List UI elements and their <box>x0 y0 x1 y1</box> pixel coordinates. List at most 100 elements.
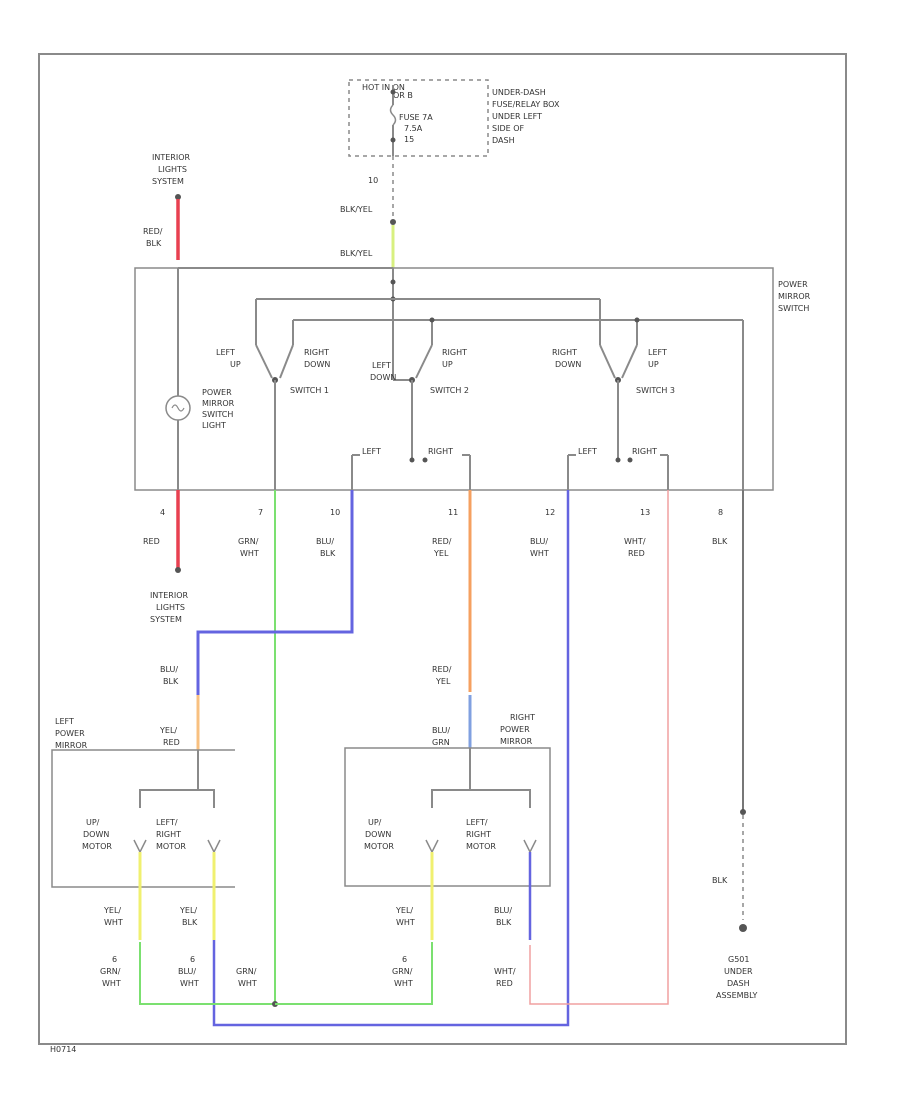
svg-text:LEFT: LEFT <box>216 348 235 357</box>
svg-text:YEL: YEL <box>435 677 451 686</box>
svg-text:WHT: WHT <box>102 979 121 988</box>
fuse-block-box <box>348 79 489 157</box>
svg-text:LEFT: LEFT <box>372 361 391 370</box>
svg-text:13: 13 <box>640 508 650 517</box>
svg-text:12: 12 <box>545 508 555 517</box>
diagram-code: H0714 <box>50 1045 76 1054</box>
svg-text:SWITCH 3: SWITCH 3 <box>636 386 675 395</box>
svg-text:G501: G501 <box>728 955 749 964</box>
svg-text:DOWN: DOWN <box>304 360 330 369</box>
svg-text:SYSTEM: SYSTEM <box>150 615 182 624</box>
fuse-block-description: UNDER-DASH FUSE/RELAY BOX UNDER LEFT SID… <box>492 88 560 145</box>
svg-text:RIGHT: RIGHT <box>428 447 453 456</box>
svg-text:BLK: BLK <box>496 918 512 927</box>
svg-text:GRN/: GRN/ <box>238 537 259 546</box>
svg-text:UP/: UP/ <box>368 818 382 827</box>
svg-text:GRN: GRN <box>432 738 450 747</box>
wire-label-blk-yel-1: BLK/YEL <box>340 205 373 214</box>
right-mirror-box <box>344 747 551 887</box>
svg-text:BLU/: BLU/ <box>530 537 548 546</box>
svg-text:BLK: BLK <box>320 549 336 558</box>
switch-light-label: POWER MIRROR SWITCH LIGHT <box>202 388 235 430</box>
svg-text:DOWN: DOWN <box>365 830 391 839</box>
pin-labels: 4 RED 7 GRN/ WHT 10 BLU/ BLK 11 RED/ YEL… <box>143 508 728 558</box>
svg-text:RIGHT: RIGHT <box>632 447 657 456</box>
svg-text:6: 6 <box>112 955 117 964</box>
svg-text:SWITCH 2: SWITCH 2 <box>430 386 469 395</box>
bulb-icon <box>165 395 191 421</box>
right-mirror-motor-1: UP/ DOWN MOTOR <box>364 818 394 851</box>
svg-text:BLU/: BLU/ <box>494 906 512 915</box>
connector-dot <box>390 219 396 225</box>
svg-text:SWITCH: SWITCH <box>778 304 809 313</box>
svg-text:RIGHT: RIGHT <box>552 348 577 357</box>
svg-text:INTERIOR: INTERIOR <box>150 591 189 600</box>
left-right-selector-a: LEFT RIGHT <box>351 447 471 490</box>
svg-text:MIRROR: MIRROR <box>500 737 533 746</box>
left-mirror-box <box>51 749 235 888</box>
svg-text:MOTOR: MOTOR <box>82 842 112 851</box>
left-mirror-title: LEFT POWER MIRROR <box>55 717 88 750</box>
svg-text:POWER: POWER <box>55 729 85 738</box>
svg-text:SWITCH 1: SWITCH 1 <box>290 386 329 395</box>
wire-blu-blk <box>196 490 354 695</box>
svg-text:WHT: WHT <box>396 918 415 927</box>
svg-text:POWER: POWER <box>500 725 530 734</box>
svg-text:RED: RED <box>496 979 513 988</box>
svg-text:RIGHT: RIGHT <box>510 713 535 722</box>
svg-text:RIGHT: RIGHT <box>466 830 491 839</box>
svg-text:YEL/: YEL/ <box>103 906 121 915</box>
svg-text:UNDER: UNDER <box>724 967 753 976</box>
right-mirror-out-labels: YEL/ WHT BLU/ BLK 6 GRN/ WHT WHT/ RED <box>392 906 516 988</box>
switch-1: LEFT UP RIGHT DOWN SWITCH 1 <box>216 344 330 490</box>
fuse-icon <box>389 85 397 156</box>
svg-text:LEFT: LEFT <box>362 447 381 456</box>
svg-text:BLU/: BLU/ <box>160 665 178 674</box>
wire-blu-wht <box>212 490 570 1027</box>
svg-text:UP: UP <box>648 360 659 369</box>
svg-text:MIRROR: MIRROR <box>55 741 88 750</box>
svg-text:INTERIOR: INTERIOR <box>152 153 191 162</box>
fuse-block-lines: HOT IN ON OR B FUSE 7A 7.5A 15 <box>362 83 433 144</box>
svg-text:UNDER-DASH: UNDER-DASH <box>492 88 546 97</box>
svg-text:BLK: BLK <box>163 677 179 686</box>
svg-text:LEFT: LEFT <box>578 447 597 456</box>
svg-text:WHT: WHT <box>180 979 199 988</box>
svg-text:WHT/: WHT/ <box>494 967 516 976</box>
svg-text:LIGHTS: LIGHTS <box>158 165 187 174</box>
svg-text:7.5A: 7.5A <box>404 124 423 133</box>
svg-text:11: 11 <box>448 508 458 517</box>
svg-text:YEL: YEL <box>433 549 449 558</box>
interior-lights-bottom-label: INTERIOR LIGHTS SYSTEM <box>150 591 189 624</box>
svg-text:4: 4 <box>160 508 165 517</box>
svg-text:RIGHT: RIGHT <box>442 348 467 357</box>
svg-text:HOT IN ON: HOT IN ON <box>362 83 405 92</box>
svg-text:GRN/: GRN/ <box>392 967 413 976</box>
svg-text:GRN/: GRN/ <box>100 967 121 976</box>
svg-text:YEL/: YEL/ <box>159 726 177 735</box>
svg-text:YEL/: YEL/ <box>395 906 413 915</box>
wire-label-red-blk-2: BLK <box>146 239 162 248</box>
svg-text:RED: RED <box>163 738 180 747</box>
svg-text:UP/: UP/ <box>86 818 100 827</box>
power-mirror-switch-label: POWER MIRROR SWITCH <box>778 280 811 313</box>
svg-text:UP: UP <box>230 360 241 369</box>
svg-text:DOWN: DOWN <box>555 360 581 369</box>
svg-text:WHT/: WHT/ <box>624 537 646 546</box>
svg-text:LEFT/: LEFT/ <box>156 818 178 827</box>
svg-text:OR B: OR B <box>393 91 413 100</box>
svg-text:ASSEMBLY: ASSEMBLY <box>716 991 757 1000</box>
svg-text:MOTOR: MOTOR <box>466 842 496 851</box>
switch-3: RIGHT DOWN LEFT UP SWITCH 3 <box>552 344 675 460</box>
svg-text:SIDE OF: SIDE OF <box>492 124 524 133</box>
svg-text:LEFT: LEFT <box>648 348 667 357</box>
svg-text:SWITCH: SWITCH <box>202 410 233 419</box>
svg-text:RED: RED <box>628 549 645 558</box>
left-mirror-motor-2: LEFT/ RIGHT MOTOR <box>156 818 186 851</box>
svg-text:WHT: WHT <box>394 979 413 988</box>
wire-label-10: 10 <box>368 176 378 185</box>
svg-text:8: 8 <box>718 508 723 517</box>
svg-text:RED/: RED/ <box>432 665 452 674</box>
svg-text:POWER: POWER <box>202 388 232 397</box>
